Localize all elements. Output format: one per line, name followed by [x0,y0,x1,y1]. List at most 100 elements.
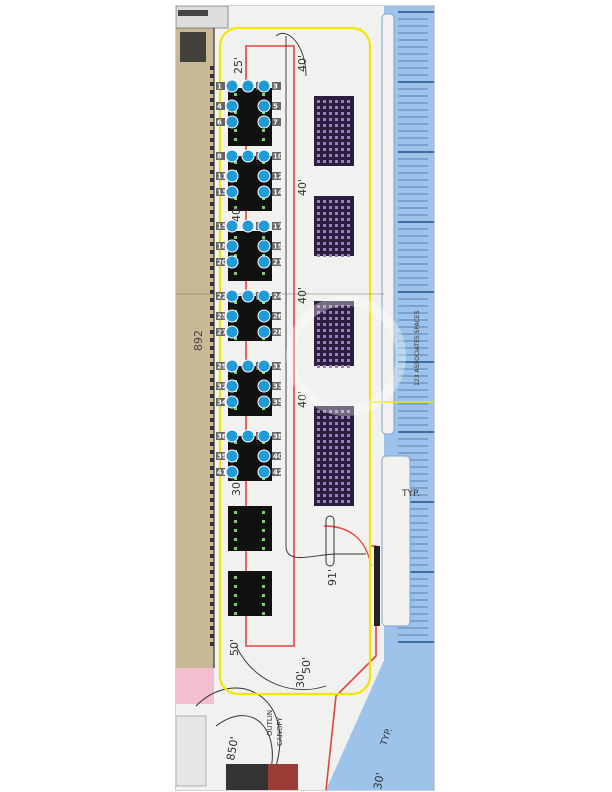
ev-charger: 36 [216,429,239,443]
charger-number: 21 [273,259,283,267]
battery-cell [329,218,332,221]
battery-cell [329,160,332,163]
battery-cell [335,136,338,139]
battery-cell [335,434,338,437]
ev-charger-icon [257,449,271,463]
battery-cell [329,428,332,431]
dock-door [210,522,214,526]
battery-cell [329,500,332,503]
charger-number: 6 [217,119,222,127]
battery-cell [329,359,332,362]
curb-island [325,515,335,567]
battery-cell [335,224,338,227]
battery-cell [323,347,326,350]
battery-cell [317,353,320,356]
battery-cell [347,136,350,139]
battery-cell [347,422,350,425]
equipment-pad-red [268,764,298,790]
battery-cell [329,458,332,461]
battery-cell [341,329,344,332]
battery-cell [323,112,326,115]
charger-led [234,254,237,257]
site-boundary [218,26,372,696]
ev-charger: 1 [216,79,239,93]
battery-cell [341,236,344,239]
battery-cell [317,224,320,227]
ev-charger: 29 [216,359,239,373]
battery-cell [323,323,326,326]
battery-cell [329,236,332,239]
battery-cell [329,136,332,139]
battery-cell [335,458,338,461]
dock-door [210,618,214,622]
battery-cell [347,500,350,503]
battery-cell [323,500,326,503]
battery-cell [335,112,338,115]
battery-cell [329,476,332,479]
battery-cell [329,365,332,368]
battery-cell [329,130,332,133]
charger-tag [272,452,281,460]
ev-charger: 3 [257,79,281,93]
battery-cell [335,488,338,491]
ev-charger: 4 [216,99,239,113]
battery-cell [317,494,320,497]
charger-number: 7 [273,119,278,127]
dock-door [210,258,214,262]
battery-cell [317,323,320,326]
battery-cell [347,347,350,350]
ev-charger-icon [241,219,255,233]
battery-cell [347,206,350,209]
charger-led [234,337,237,340]
dock-door [210,226,214,230]
battery-cell [341,124,344,127]
battery-cell [329,488,332,491]
battery-cell [341,160,344,163]
dock-door [210,538,214,542]
ev-charger-icon [257,359,271,373]
ev-charger: 38 [257,429,283,443]
battery-cell [329,224,332,227]
charger-led [262,93,265,96]
battery-cell [323,100,326,103]
charger-led [262,612,265,615]
dock-door [210,314,214,318]
dimension-label: 91' [326,569,339,586]
battery-cell [341,347,344,350]
dock-door [210,322,214,326]
battery-cell [341,458,344,461]
ev-charger-icon [225,325,239,339]
battery-cell [335,212,338,215]
ev-charger-icon [241,149,255,163]
battery-cell [341,148,344,151]
charger-number: 3 [273,83,278,91]
ev-charger-icon [257,309,271,323]
battery-cell [317,106,320,109]
battery-cell [317,410,320,413]
parking-stall-stripes [398,11,434,643]
charger-number: 15 [217,223,227,231]
battery-cell [341,248,344,251]
dock-door [210,298,214,302]
battery-cell [341,200,344,203]
charger-tag [216,328,225,336]
ev-charger-icon [257,429,271,443]
battery-cell [317,100,320,103]
battery-cell [329,329,332,332]
battery-cell [317,112,320,115]
ev-charger: 26 [257,309,283,323]
battery-cell [347,106,350,109]
battery-cell [329,230,332,233]
charger-led [262,511,265,514]
charger-number: 24 [273,293,283,301]
battery-cell [341,142,344,145]
ev-charger-icon [257,99,271,113]
battery-cell [335,347,338,350]
battery-cell [317,230,320,233]
charger-led [234,236,237,239]
charger-led [234,511,237,514]
charger-led [262,407,265,410]
charger-tag [272,258,281,266]
dock-door [210,578,214,582]
charger-led [262,236,265,239]
